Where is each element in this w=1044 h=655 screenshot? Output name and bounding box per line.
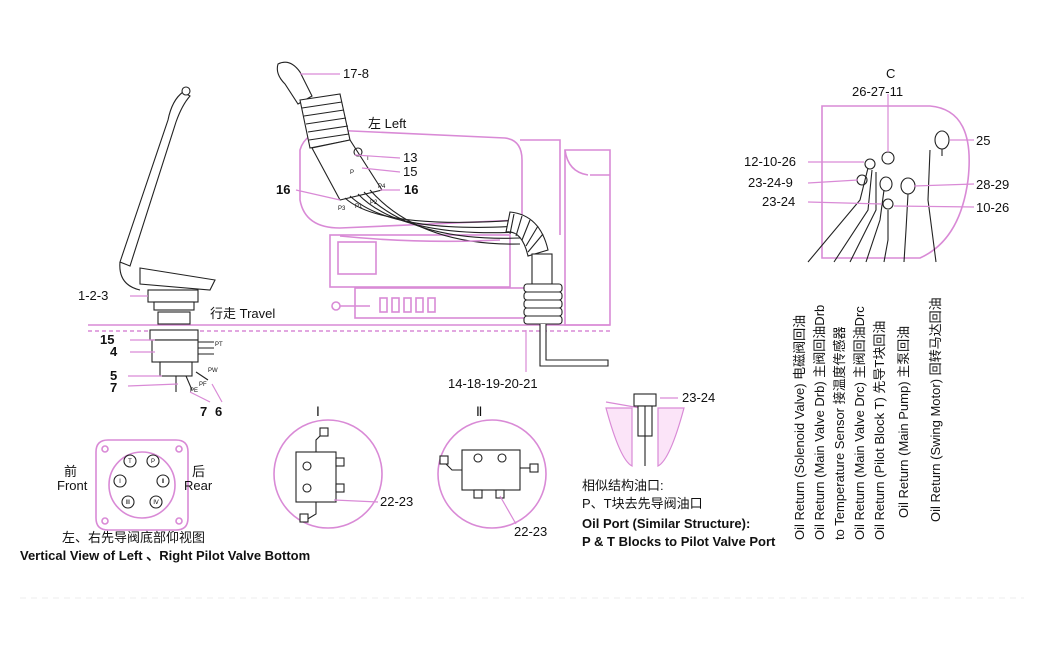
bottom-port-iii: Ⅲ	[126, 500, 130, 506]
caption-bottom-en: Vertical View of Left 、Right Pilot Valve…	[20, 548, 310, 563]
port-section-detail	[605, 393, 685, 467]
detail-c	[807, 94, 975, 263]
callout-1-2-3: 1-2-3	[78, 288, 108, 303]
bottom-port-t: T	[128, 459, 132, 465]
callout-12-10-26: 12-10-26	[744, 154, 796, 169]
base-bolt	[331, 301, 341, 311]
callout-14-18-19-20-21: 14-18-19-20-21	[448, 376, 538, 391]
label-roman-2: Ⅱ	[476, 404, 482, 419]
detail-i	[273, 419, 383, 529]
detail-c-outline	[821, 105, 970, 259]
callout-13: 13	[403, 150, 417, 165]
bottom-view-ring	[108, 451, 176, 519]
vlabel-temp-sensor: to Temperature Sensor 接温度传感器	[832, 326, 847, 540]
caption-pt-cn: P、T块去先导阀油口	[582, 496, 703, 511]
bottom-port-iv: Ⅳ	[153, 500, 159, 506]
console-base	[354, 287, 536, 319]
travel-pedal-rod	[539, 324, 609, 367]
port-letter-pf: PF	[199, 382, 207, 388]
callout-16-left: 16	[276, 182, 290, 197]
callout-23-24-9: 23-24-9	[748, 175, 793, 190]
pilot-valve-port	[353, 147, 363, 157]
travel-lever	[119, 91, 191, 267]
label-travel: 行走 Travel	[210, 306, 275, 321]
port-letter-pt: PT	[215, 342, 223, 348]
console-panel	[337, 241, 377, 275]
pedal-plate	[139, 267, 216, 291]
label-left: 左 Left	[368, 116, 407, 131]
bottom-port-p: P	[151, 459, 155, 465]
label-front-cn: 前	[64, 464, 77, 479]
vertical-label-group: Oil Return (Solenoid Valve) 电磁阀回油 Oil Re…	[792, 297, 943, 540]
bottom-port-ii: Ⅱ	[162, 479, 165, 485]
callout-15-low: 15	[100, 332, 114, 347]
caption-pt-en: P & T Blocks to Pilot Valve Port	[582, 534, 776, 549]
callout-6: 6	[215, 404, 222, 419]
callout-7: 7	[110, 380, 117, 395]
cab-assembly	[88, 129, 611, 332]
port-letter-pw: PW	[208, 368, 218, 374]
detail-ii-circle	[437, 419, 547, 529]
label-rear-cn: 后	[192, 464, 205, 479]
port-letter-p2: P2	[370, 200, 378, 206]
vlabel-solenoid: Oil Return (Solenoid Valve) 电磁阀回油	[792, 315, 807, 540]
label-rear-en: Rear	[184, 478, 213, 493]
callout-25: 25	[976, 133, 990, 148]
callout-4: 4	[110, 344, 118, 359]
callout-23-24-port: 23-24	[682, 390, 715, 405]
vlabel-drc: Oil Return (Main Valve Drc) 主阀回油Drc	[852, 306, 867, 540]
left-joystick: T P P4 P3 P1 P2	[276, 61, 521, 245]
callout-26-27-11: 26-27-11	[852, 84, 903, 99]
port-letter-pe: PE	[190, 388, 198, 394]
bottom-view-ports	[113, 454, 170, 509]
port-letter-p4: P4	[378, 184, 386, 190]
port-letter-p: P	[350, 170, 354, 176]
callout-10-26: 10-26	[976, 200, 1009, 215]
port-letter-p1: P1	[355, 204, 363, 210]
joystick-boot	[299, 93, 351, 149]
port-letter-p3: P3	[338, 206, 346, 212]
detail-i-block	[295, 451, 337, 503]
leader-lines	[127, 73, 641, 409]
callout-22-23-a: 22-23	[380, 494, 413, 509]
pilot-valve-bottom-view: T P Ⅰ Ⅱ Ⅲ Ⅳ	[95, 439, 189, 531]
valve-stem	[531, 253, 553, 285]
callout-28-29: 28-29	[976, 177, 1009, 192]
label-front-en: Front	[57, 478, 88, 493]
travel-valve-body	[151, 339, 199, 363]
callout-17-8: 17-8	[343, 66, 369, 81]
bottom-port-i: Ⅰ	[119, 479, 121, 485]
caption-oil-port-en: Oil Port (Similar Structure):	[582, 516, 750, 531]
vlabel-swing-motor: Oil Return (Swing Motor) 回转马达回油	[928, 297, 943, 522]
detail-i-circle	[273, 419, 383, 529]
vlabel-pilot-block: Oil Return (Pilot Block T) 先导T块回油	[872, 321, 887, 540]
bottom-view-housing	[95, 439, 189, 531]
callout-5: 5	[110, 368, 117, 383]
callout-22-23-b: 22-23	[514, 524, 547, 539]
rear-housing	[564, 149, 611, 326]
vlabel-main-pump: Oil Return (Main Pump) 主泵回油	[896, 326, 911, 518]
callout-c: C	[886, 66, 895, 81]
port-letter-t: T	[366, 156, 370, 162]
detail-ii	[437, 419, 547, 529]
caption-similar-cn: 相似结构油口:	[582, 478, 664, 493]
label-roman-1: Ⅰ	[316, 404, 320, 419]
detail-ii-block	[461, 449, 521, 491]
vlabel-drb: Oil Return (Main Valve Drb) 主阀回油Drb	[812, 305, 827, 540]
joystick-grip	[276, 61, 313, 105]
lower-bellows	[523, 283, 563, 325]
travel-pedal: PT PF PE PW	[119, 86, 223, 394]
swing-bellows	[505, 211, 609, 367]
callout-16-right: 16	[404, 182, 418, 197]
caption-bottom-cn: 左、右先导阀底部仰视图	[62, 530, 205, 545]
console-box	[329, 234, 511, 288]
callout-15-top: 15	[403, 164, 417, 179]
callout-23-24-right: 23-24	[762, 194, 795, 209]
base-slots	[379, 297, 436, 313]
fitting-25	[934, 130, 950, 150]
callout-7-bottom: 7	[200, 404, 207, 419]
